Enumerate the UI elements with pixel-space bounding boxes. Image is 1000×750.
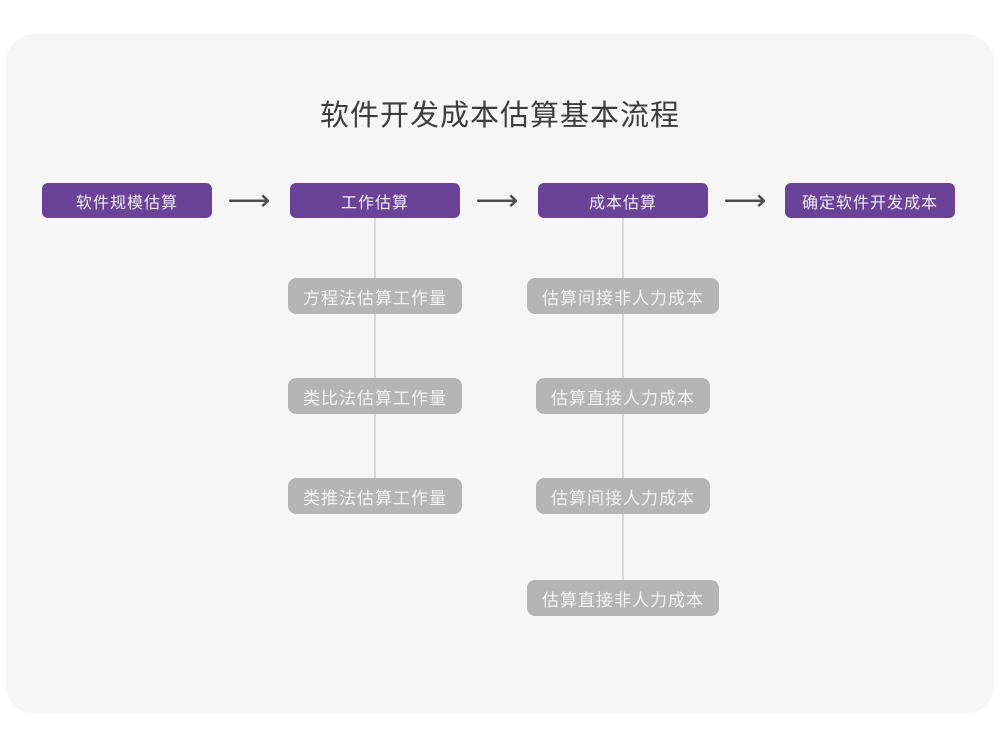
branch-item-equation-method: 方程法估算工作量 <box>288 278 462 314</box>
branch-item-indirect-nonlabor-cost: 估算间接非人力成本 <box>527 278 719 314</box>
branch-item-indirect-labor-cost: 估算间接人力成本 <box>536 478 710 514</box>
page-title: 软件开发成本估算基本流程 <box>319 100 680 132</box>
arrow-right-icon: ⟶ <box>723 184 767 217</box>
branch-item-direct-nonlabor-cost: 估算直接非人力成本 <box>527 580 719 616</box>
flow-step-cost-estimation: 成本估算 <box>538 183 708 218</box>
arrow-right-icon: ⟶ <box>475 184 519 217</box>
flow-step-determine-development-cost: 确定软件开发成本 <box>785 183 955 218</box>
branch-item-extrapolation-method: 类推法估算工作量 <box>288 478 462 514</box>
flow-step-software-scale-estimation: 软件规模估算 <box>42 183 212 218</box>
connector-line-work-estimation <box>374 218 376 496</box>
canvas-card <box>6 34 994 714</box>
branch-item-analogy-method: 类比法估算工作量 <box>288 378 462 414</box>
flow-step-work-estimation: 工作估算 <box>290 183 460 218</box>
arrow-right-icon: ⟶ <box>227 184 271 217</box>
branch-item-direct-labor-cost: 估算直接人力成本 <box>536 378 710 414</box>
